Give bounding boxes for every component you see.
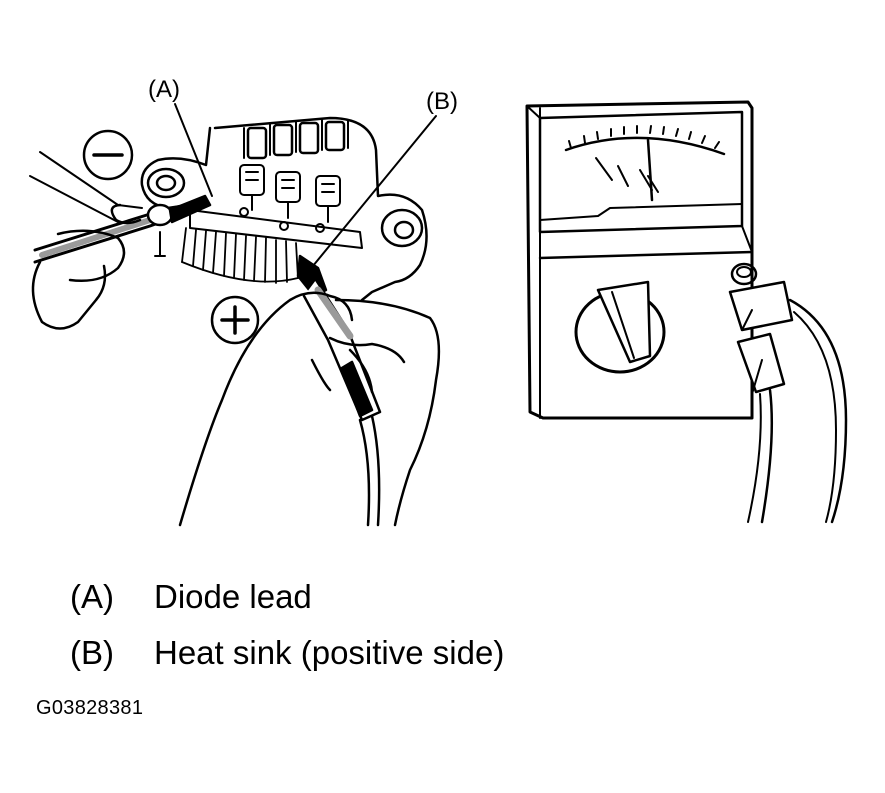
selector-knob (574, 280, 666, 374)
callout-b-label: (B) (426, 88, 458, 115)
negative-probe-hand (29, 151, 212, 330)
plus-symbol (210, 295, 260, 345)
legend-key: (A) (70, 578, 114, 615)
legend-row-b: (B) Heat sink (positive side) (70, 634, 504, 672)
meter-scale-ticks (568, 125, 720, 149)
rectifier-assembly (140, 116, 428, 302)
multimeter (525, 100, 848, 524)
figure-id: G03828381 (36, 697, 144, 719)
positive-probe-hand (178, 254, 441, 527)
minus-symbol (82, 129, 134, 181)
legend-row-a: (A) Diode lead (70, 578, 312, 616)
legend-text: Diode lead (154, 578, 312, 615)
legend-key: (B) (70, 634, 114, 671)
callout-a-label: (A) (148, 76, 180, 103)
legend-text: Heat sink (positive side) (154, 634, 505, 671)
callout-leaders (174, 103, 437, 273)
